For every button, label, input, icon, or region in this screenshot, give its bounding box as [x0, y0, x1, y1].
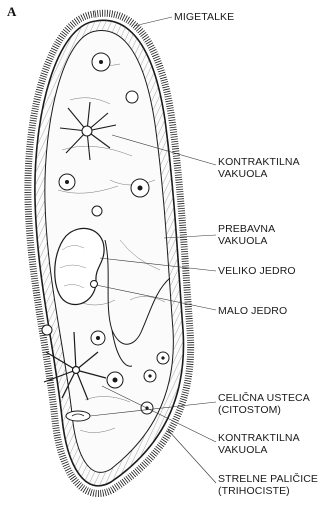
label-line: VAKUOLA	[218, 235, 275, 247]
cytostome	[66, 411, 90, 421]
panel-letter: A	[7, 4, 16, 20]
micronucleus	[91, 281, 98, 288]
label-line: CELIČNA USTECA	[218, 392, 310, 404]
label-food-vacuole: PREBAVNA VAKUOLA	[218, 223, 275, 247]
label-macronucleus: VELIKO JEDRO	[218, 265, 296, 277]
label-line: KONTRAKTILNA	[218, 432, 300, 444]
label-contractile-vacuole-bottom: KONTRAKTILNA VAKUOLA	[218, 432, 300, 456]
food-vacuole	[92, 206, 102, 216]
label-cilia: MIGETALKE	[174, 11, 234, 23]
food-vacuole	[126, 91, 138, 103]
label-line: PREBAVNA	[218, 223, 275, 235]
label-micronucleus: MALO JEDRO	[218, 305, 287, 317]
label-line: (CITOSTOM)	[218, 404, 310, 416]
label-line: VAKUOLA	[218, 168, 300, 180]
label-trichocysts: STRELNE PALIČICE (TRIHOCISTE)	[218, 473, 318, 497]
label-line: VAKUOLA	[218, 444, 300, 456]
label-line: STRELNE PALIČICE	[218, 473, 318, 485]
label-line: KONTRAKTILNA	[218, 156, 300, 168]
label-cytostome: CELIČNA USTECA (CITOSTOM)	[218, 392, 310, 416]
food-vacuole	[42, 325, 52, 335]
label-contractile-vacuole-top: KONTRAKTILNA VAKUOLA	[218, 156, 300, 180]
label-line: (TRIHOCISTE)	[218, 485, 318, 497]
